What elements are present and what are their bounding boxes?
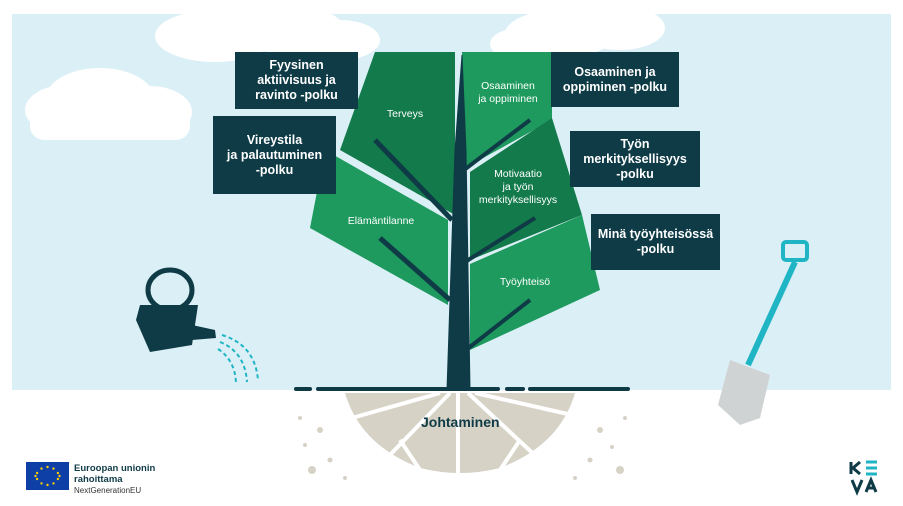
leaf-terveys: [340, 52, 455, 215]
leaf-label-osaaminen: Osaaminen ja oppiminen: [478, 80, 538, 105]
callout-osaaminen: Osaaminen ja oppiminen -polku: [551, 52, 679, 107]
eu-line3: NextGenerationEU: [74, 486, 142, 495]
leaf-label-terveys: Terveys: [386, 108, 424, 120]
cloud-icon: [25, 68, 192, 140]
keva-logo: [849, 460, 878, 496]
callout-vireystila: Vireystila ja palautuminen -polku: [213, 116, 336, 194]
shovel-icon: [718, 240, 809, 425]
eu-line2: rahoittama: [74, 474, 123, 485]
leaf-label-tyoyhteiso: Työyhteisö: [499, 276, 551, 288]
callout-mina-tyoyhteisossa: Minä työyhteisössä -polku: [591, 214, 720, 270]
root-lines: [351, 391, 573, 478]
tree-trunk: [373, 54, 537, 391]
leaf-tyoyhteiso: [470, 215, 600, 350]
leaf-osaaminen: [462, 52, 552, 168]
leaf-label-elamantilanne: Elämäntilanne: [347, 215, 415, 227]
leaf-label-motivaatio: Motivaatio ja työn merkityksellisyys: [478, 168, 558, 206]
leaf-motivaatio: [470, 118, 582, 260]
eu-funding-text: Euroopan unionin rahoittama NextGenerati…: [74, 463, 155, 496]
soil-dots: [298, 416, 627, 480]
callout-fyysinen-aktiivisuus: Fyysinen aktiivisuus ja ravinto -polku: [235, 52, 358, 109]
roots-label: Johtaminen: [421, 414, 500, 430]
callout-tyon-merkityksellisyys: Työn merkityksellisyys -polku: [570, 131, 700, 187]
cloud-icon: [155, 6, 380, 62]
eu-flag-icon: [26, 462, 69, 490]
watering-can-icon: [136, 267, 259, 384]
eu-line1: Euroopan unionin: [74, 463, 156, 474]
